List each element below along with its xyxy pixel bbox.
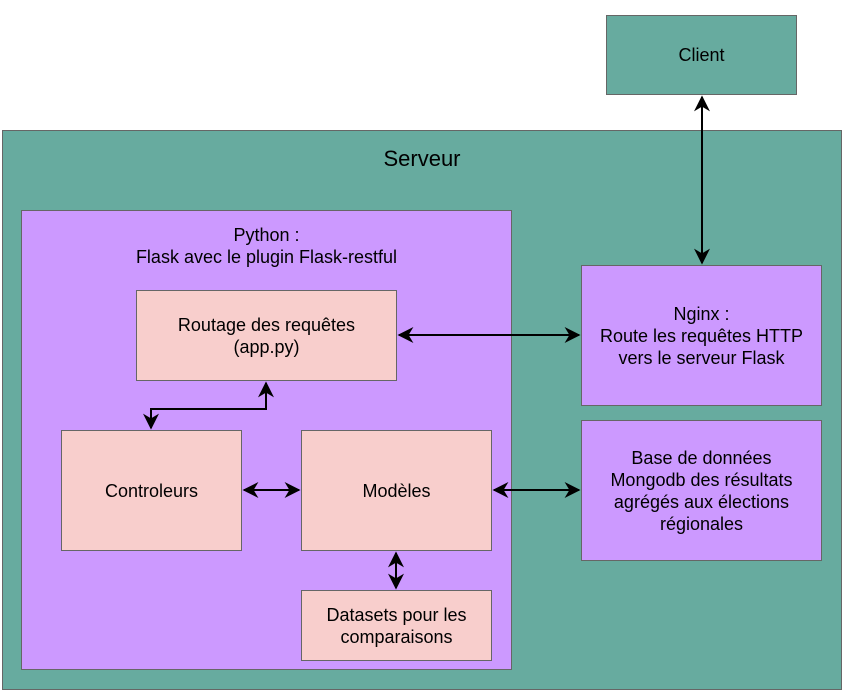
controleurs-node: Controleurs <box>61 430 242 551</box>
datasets-label-line2: comparaisons <box>340 626 453 647</box>
routage-label-line2: (app.py) <box>233 336 300 357</box>
python-label-line1: Python : <box>233 225 300 245</box>
nginx-label-line3: vers le serveur Flask <box>618 347 785 368</box>
nginx-node: Nginx : Route les requêtes HTTP vers le … <box>581 265 822 406</box>
database-label-line4: régionales <box>659 513 744 534</box>
nginx-label-line2: Route les requêtes HTTP <box>599 325 804 346</box>
python-label-line2: Flask avec le plugin Flask-restful <box>135 247 398 267</box>
datasets-node: Datasets pour les comparaisons <box>301 590 492 661</box>
serveur-label: Serveur <box>383 146 461 171</box>
client-node: Client <box>606 15 797 95</box>
routage-controleurs-arrow <box>143 381 274 430</box>
database-label-line3: agrégés aux élections <box>613 491 790 512</box>
database-label-line1: Base de données <box>631 447 772 468</box>
datasets-label-line1: Datasets pour les <box>326 604 467 625</box>
client-label: Client <box>678 45 725 65</box>
routage-label-line1: Routage des requêtes <box>177 314 356 335</box>
database-label-line2: Mongodb des résultats <box>610 469 793 490</box>
routage-node: Routage des requêtes (app.py) <box>136 290 397 381</box>
database-node: Base de données Mongodb des résultats ag… <box>581 420 822 561</box>
modeles-label: Modèles <box>362 480 431 501</box>
controleurs-label: Controleurs <box>104 480 199 501</box>
nginx-label-line1: Nginx : <box>673 303 730 324</box>
modeles-node: Modèles <box>301 430 492 551</box>
